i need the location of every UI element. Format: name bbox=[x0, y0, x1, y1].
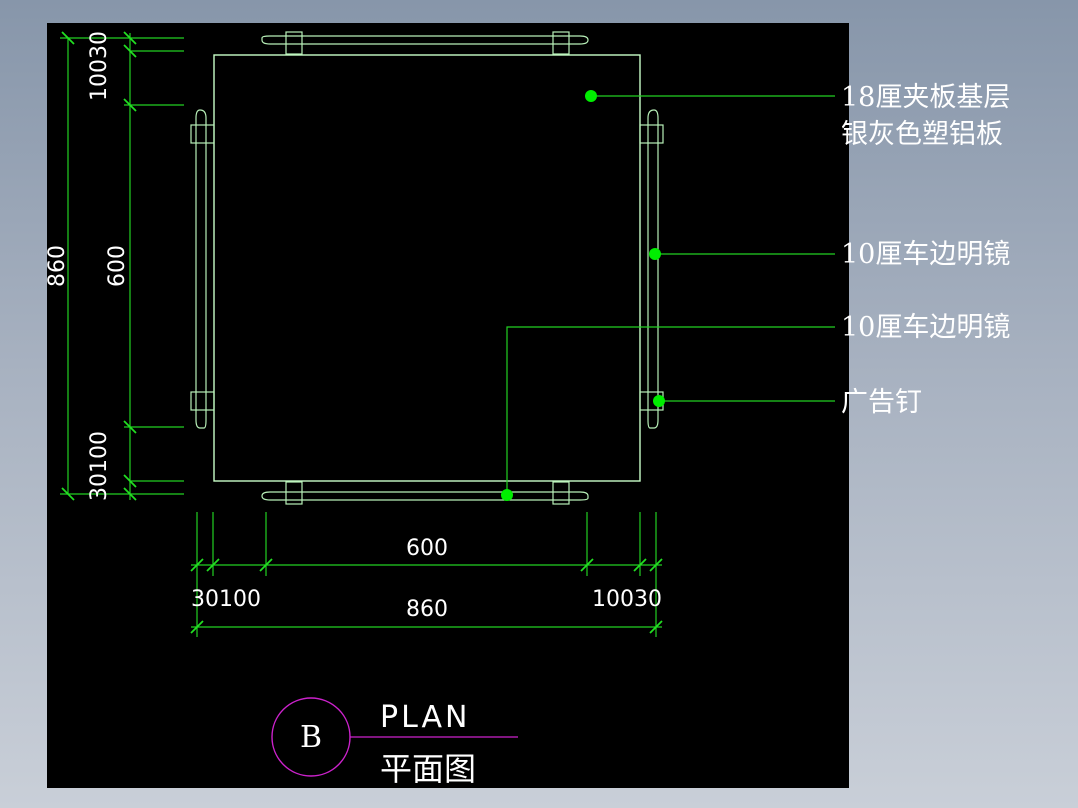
label-plywood-base: 18厘夹板基层 bbox=[841, 82, 1010, 113]
left-mirror-strip bbox=[190, 109, 215, 429]
left-dimensions: 860 600 10030 30100 bbox=[45, 31, 184, 501]
leader-dot-1 bbox=[585, 90, 597, 102]
material-labels: 18厘夹板基层 银灰色塑铝板 10厘车边明镜 10厘车边明镜 广告钉 bbox=[841, 82, 1010, 418]
dim-left-inner: 600 bbox=[105, 245, 130, 287]
dim-left-total: 860 bbox=[45, 245, 70, 287]
title-chinese: 平面图 bbox=[380, 750, 476, 788]
drawing-title: B PLAN 平面图 bbox=[271, 697, 518, 788]
drawing-canvas bbox=[47, 23, 849, 788]
leader-dot-3 bbox=[501, 489, 513, 501]
leader-dot-2 bbox=[649, 248, 661, 260]
label-mirror-1: 10厘车边明镜 bbox=[841, 239, 1010, 270]
title-english: PLAN bbox=[380, 700, 470, 735]
dim-left-top: 10030 bbox=[87, 31, 112, 101]
bottom-dimensions: 600 860 30100 10030 bbox=[190, 512, 663, 637]
dim-left-bottom: 30100 bbox=[87, 431, 112, 501]
dim-bottom-right: 10030 bbox=[592, 587, 662, 612]
leader-dot-4 bbox=[653, 395, 665, 407]
dim-bottom-left: 30100 bbox=[191, 587, 261, 612]
dim-bottom-inner: 600 bbox=[406, 536, 448, 561]
label-ad-nail: 广告钉 bbox=[841, 387, 922, 418]
callout-letter: B bbox=[300, 720, 322, 755]
label-mirror-2: 10厘车边明镜 bbox=[841, 312, 1010, 343]
plan-panel-outline bbox=[213, 54, 641, 482]
dim-bottom-total: 860 bbox=[406, 597, 448, 622]
label-aluminum-panel: 银灰色塑铝板 bbox=[841, 119, 1003, 150]
leader-lines bbox=[501, 90, 835, 501]
top-mirror-strip bbox=[261, 31, 589, 55]
bottom-mirror-strip bbox=[261, 481, 589, 505]
